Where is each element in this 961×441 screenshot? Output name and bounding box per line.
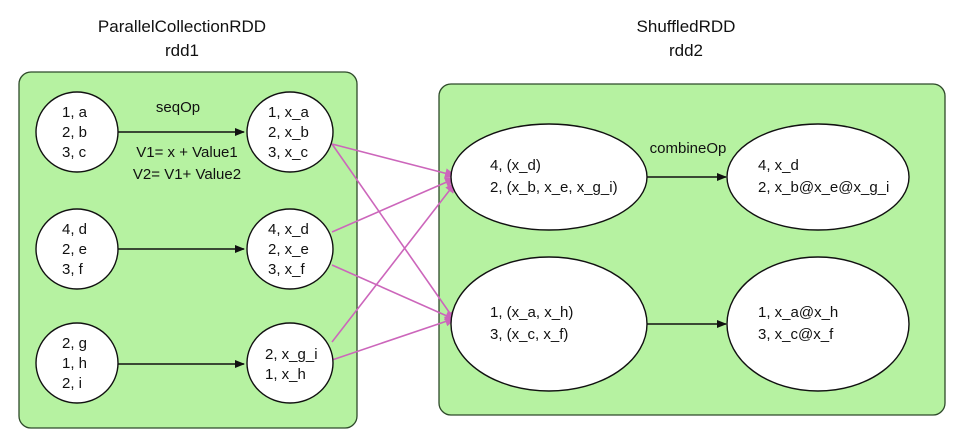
seqop-label: seqOp — [156, 99, 200, 116]
partition-line: 2, b — [62, 124, 87, 141]
partition-line: 2, g — [62, 335, 87, 352]
combineop-label: combineOp — [650, 140, 727, 157]
partition-line: 2, i — [62, 375, 82, 392]
combined-partition-1: 4, x_d 2, x_b@x_e@x_g_i — [726, 123, 910, 231]
partition-line: 4, x_d — [758, 157, 799, 174]
shuffled-partition-2: 1, (x_a, x_h) 3, (x_c, x_f) — [450, 256, 648, 392]
partition-line: 3, x_f — [268, 261, 306, 278]
shuffle-edge-p2-to-s2 — [331, 264, 457, 321]
shuffle-edge-p3-to-s1 — [331, 181, 457, 343]
partition-line: 2, (x_b, x_e, x_g_i) — [490, 179, 618, 196]
partition-line: 1, (x_a, x_h) — [490, 304, 573, 321]
combined-partition-2: 1, x_a@x_h 3, x_c@x_f — [726, 256, 910, 392]
rdd2-name-title: rdd2 — [669, 41, 703, 60]
shuffle-edge-p3-to-s2 — [331, 316, 457, 361]
rdd1-type-title: ParallelCollectionRDD — [98, 17, 266, 36]
partition-line: 1, x_a@x_h — [758, 304, 838, 321]
partition-line: 2, x_e — [268, 241, 309, 258]
partition-line: 1, a — [62, 104, 88, 121]
input-partition-2: 4, d 2, e 3, f — [35, 208, 119, 290]
partition-line: 4, d — [62, 221, 87, 238]
shuffle-edge-p1-to-s2 — [331, 143, 457, 323]
shuffle-edge-p1-to-s1 — [331, 143, 457, 179]
input-partition-3: 2, g 1, h 2, i — [35, 322, 119, 404]
partition-line: 3, x_c@x_f — [758, 326, 834, 343]
input-partition-1: 1, a 2, b 3, c — [35, 91, 119, 173]
partition-line: 4, x_d — [268, 221, 309, 238]
partition-line: 3, (x_c, x_f) — [490, 326, 568, 343]
rdd1-name-title: rdd1 — [165, 41, 199, 60]
partition-line: 2, x_b — [268, 124, 309, 141]
shuffle-edge-p2-to-s1 — [331, 177, 457, 233]
flow-edges — [118, 128, 727, 368]
mapped-partition-2: 4, x_d 2, x_e 3, x_f — [246, 208, 334, 290]
rdd2-type-title: ShuffledRDD — [637, 17, 736, 36]
partition-line: 3, f — [62, 261, 84, 278]
shuffled-partition-1: 4, (x_d) 2, (x_b, x_e, x_g_i) — [450, 123, 648, 231]
shuffle-edges — [331, 143, 457, 361]
partition-line: 2, x_g_i — [265, 346, 318, 363]
partition-line: 1, h — [62, 355, 87, 372]
seqop-formula-2: V2= V1+ Value2 — [133, 166, 241, 183]
partition-line: 3, c — [62, 144, 87, 161]
partition-line: 4, (x_d) — [490, 157, 541, 174]
partition-line: 1, x_h — [265, 366, 306, 383]
seqop-formula-1: V1= x + Value1 — [136, 144, 237, 161]
partition-line: 3, x_c — [268, 144, 309, 161]
mapped-partition-3: 2, x_g_i 1, x_h — [246, 322, 334, 404]
partition-line: 1, x_a — [268, 104, 310, 121]
partition-line: 2, x_b@x_e@x_g_i — [758, 179, 889, 196]
mapped-partition-1: 1, x_a 2, x_b 3, x_c — [246, 91, 334, 173]
partition-line: 2, e — [62, 241, 87, 258]
